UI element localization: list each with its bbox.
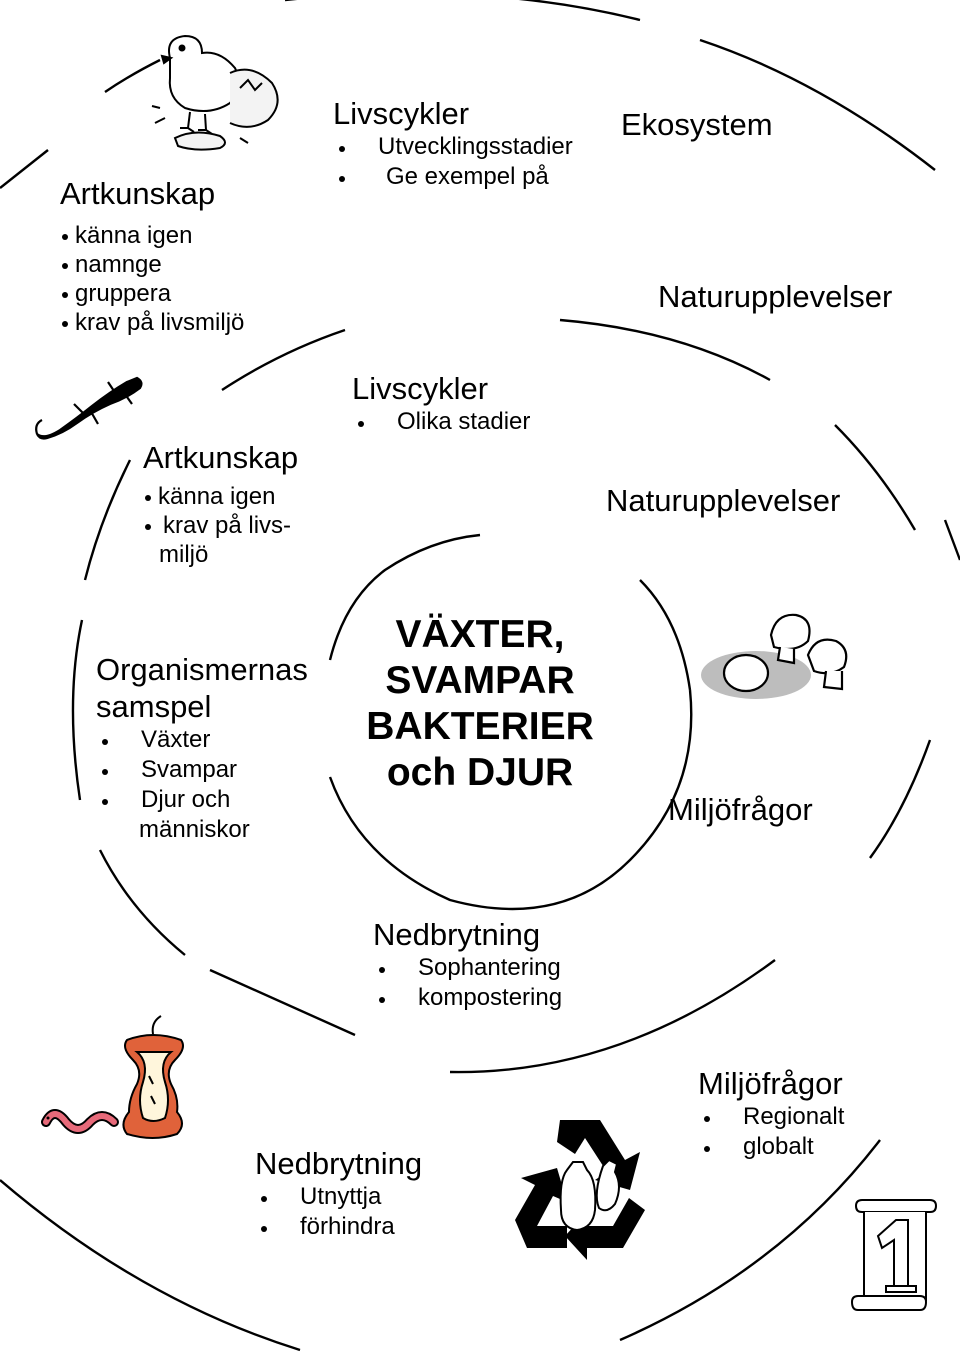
recycle-icon (515, 1120, 645, 1260)
outer-artkunskap-title: Artkunskap (60, 176, 216, 211)
middle-organismernas-list: Växter Svampar Djur och (96, 725, 308, 815)
outer-miljofragor: Miljöfrågor Regionalt globalt (698, 1066, 844, 1162)
inner-circle (328, 533, 693, 911)
list-item: känna igen (60, 221, 244, 250)
scroll-number-icon (850, 1199, 938, 1311)
list-item: Regionalt (698, 1102, 844, 1132)
middle-nedbrytning: Nedbrytning Sophantering kompostering (373, 917, 562, 1013)
outer-livscykler: Livscykler Utvecklingsstadier Ge exempel… (333, 96, 573, 192)
list-item: känna igen (143, 482, 298, 511)
list-item: Utvecklingsstadier (333, 132, 573, 162)
list-item: globalt (698, 1132, 844, 1162)
apple-core-icon (122, 1015, 184, 1139)
list-item: Utnyttja (255, 1182, 422, 1212)
outer-nedbrytning-title: Nedbrytning (255, 1146, 423, 1181)
list-item: gruppera (60, 279, 244, 308)
middle-nedbrytning-title: Nedbrytning (373, 917, 541, 952)
middle-naturupplevelser: Naturupplevelser (606, 483, 841, 518)
middle-organismernas-title-2: samspel (96, 689, 212, 724)
middle-nedbrytning-list: Sophantering kompostering (373, 953, 562, 1013)
outer-livscykler-title: Livscykler (333, 96, 470, 131)
salamander-icon (35, 376, 143, 440)
worm-icon (41, 1109, 119, 1134)
center-line-2: SVAMPAR (385, 659, 575, 702)
outer-artkunskap: Artkunskap känna igen namnge gruppera kr… (60, 176, 244, 337)
list-item: krav på livs- (143, 511, 298, 540)
chick-icon (151, 34, 279, 151)
middle-artkunskap-continuation: miljö (159, 540, 209, 568)
middle-organismernas-continuation: människor (139, 816, 250, 843)
center-line-1: VÄXTER, (395, 613, 565, 656)
middle-livscykler: Livscykler Olika stadier (352, 371, 530, 437)
outer-miljofragor-list: Regionalt globalt (698, 1102, 844, 1162)
list-item: namnge (60, 250, 244, 279)
mushrooms-icon (701, 613, 848, 699)
middle-artkunskap: Artkunskap känna igen krav på livs- milj… (143, 440, 298, 569)
list-item: Svampar (96, 755, 308, 785)
center-title: VÄXTER, SVAMPAR BAKTERIER och DJUR (335, 612, 625, 796)
list-item: krav på livsmiljö (60, 308, 244, 337)
outer-nedbrytning-list: Utnyttja förhindra (255, 1182, 422, 1242)
list-item: Sophantering (373, 953, 562, 983)
middle-livscykler-list: Olika stadier (352, 407, 530, 437)
outer-nedbrytning: Nedbrytning Utnyttja förhindra (255, 1146, 422, 1242)
list-item: kompostering (373, 983, 562, 1013)
center-line-3: BAKTERIER (366, 705, 594, 748)
outer-naturupplevelser: Naturupplevelser (658, 279, 893, 314)
outer-miljofragor-title: Miljöfrågor (698, 1066, 843, 1101)
middle-livscykler-title: Livscykler (352, 371, 489, 406)
middle-artkunskap-title: Artkunskap (143, 440, 299, 475)
list-item: Olika stadier (352, 407, 530, 437)
list-item: Ge exempel på (333, 162, 573, 192)
list-item: Växter (96, 725, 308, 755)
middle-organismernas-title-1: Organismernas (96, 652, 308, 687)
outer-livscykler-list: Utvecklingsstadier Ge exempel på (333, 132, 573, 192)
list-item: Djur och (96, 785, 308, 815)
middle-organismernas-samspel: Organismernas samspel Växter Svampar Dju… (96, 651, 308, 845)
list-item: förhindra (255, 1212, 422, 1242)
outer-ekosystem: Ekosystem (621, 107, 773, 142)
center-line-4: och DJUR (386, 751, 574, 794)
middle-artkunskap-list: känna igen krav på livs- (143, 482, 298, 540)
middle-miljofragor: Miljöfrågor (668, 792, 813, 827)
middle-ring (71, 318, 932, 1074)
outer-artkunskap-list: känna igen namnge gruppera krav på livsm… (60, 221, 244, 337)
